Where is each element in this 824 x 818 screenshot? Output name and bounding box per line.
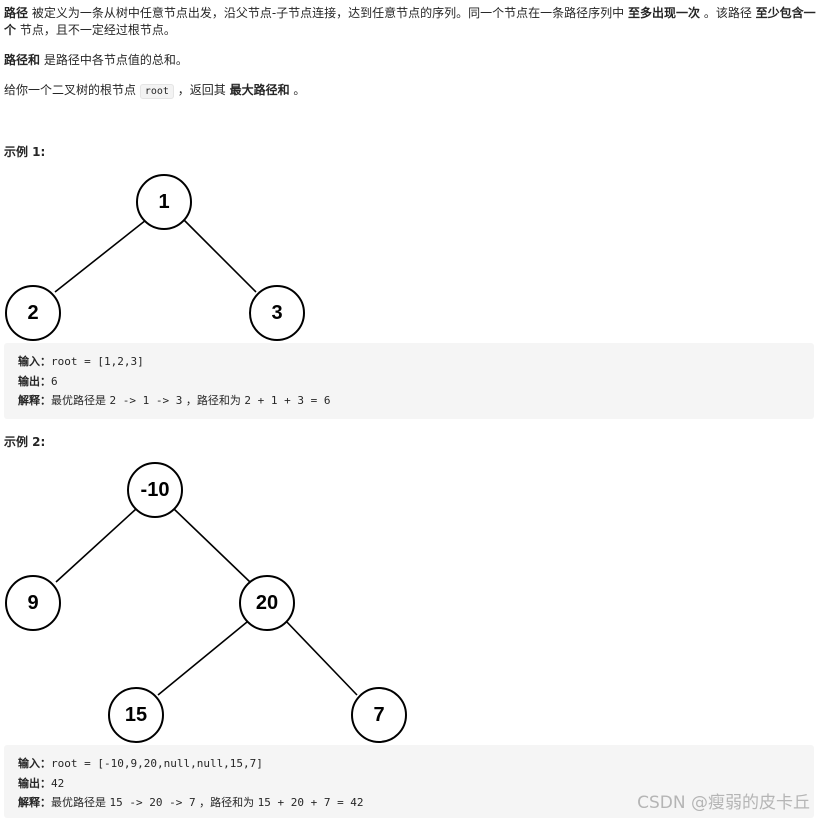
input-value: root = [1,2,3] — [51, 355, 144, 368]
input-label: 输入： — [18, 355, 51, 368]
emphasis-max-path-sum: 最大路径和 — [229, 83, 290, 97]
svg-text:15: 15 — [125, 704, 147, 726]
intro-text: 被定义为一条从树中任意节点出发，沿父节点-子节点连接，达到任意节点的序列。同一个… — [28, 6, 628, 20]
edge-neg10-9 — [55, 508, 137, 583]
emphasis-at-most-once: 至多出现一次 — [627, 6, 700, 20]
tree-node-7: 7 — [351, 687, 407, 743]
svg-text:1: 1 — [158, 191, 169, 213]
edge-20-7 — [284, 619, 358, 696]
explain-sum: 2 + 1 + 3 = 6 — [244, 394, 331, 407]
output-value: 6 — [51, 374, 58, 388]
example-1-explain-line: 解释：最优路径是 2 -> 1 -> 3 ，路径和为 2 + 1 + 3 = 6 — [18, 391, 814, 411]
explain-text: ，路径和为 — [195, 796, 258, 809]
intro-text: 给你一个二叉树的根节点 — [4, 83, 140, 97]
edge-20-15 — [157, 621, 248, 696]
term-path-sum: 路径和 — [4, 53, 41, 67]
term-path: 路径 — [4, 6, 29, 20]
tree-node-3: 3 — [249, 285, 305, 341]
explain-path: 15 -> 20 -> 7 — [109, 796, 196, 809]
input-value: root = [-10,9,20,null,null,15,7] — [51, 757, 263, 770]
intro-paragraph-task: 给你一个二叉树的根节点 root ，返回其 最大路径和 。 — [4, 82, 305, 100]
example-2-tree-diagram: -10 9 20 15 7 — [5, 462, 407, 743]
example-1-output-line: 输出：6 — [18, 372, 814, 392]
tree-node-neg10: -10 — [127, 462, 183, 518]
edge-neg10-20 — [172, 507, 251, 583]
svg-text:7: 7 — [373, 704, 384, 726]
example-1-code-block: 输入：root = [1,2,3] 输出：6 解释：最优路径是 2 -> 1 -… — [4, 343, 814, 419]
tree-node-20: 20 — [239, 575, 295, 631]
svg-text:3: 3 — [271, 302, 282, 324]
intro-text: 。该路径 — [700, 6, 756, 20]
svg-text:2: 2 — [27, 302, 38, 324]
edge-1-2 — [54, 219, 147, 293]
intro-text: 节点，且不一定经过根节点。 — [16, 23, 176, 37]
explain-label: 解释： — [18, 394, 51, 407]
intro-paragraph-path-sum: 路径和 是路径中各节点值的总和。 — [4, 52, 188, 69]
output-value: 42 — [51, 776, 65, 790]
output-label: 输出： — [18, 776, 51, 790]
explain-text: 最优路径是 — [51, 796, 110, 809]
intro-text: 。 — [289, 83, 306, 97]
tree-node-2: 2 — [5, 285, 61, 341]
svg-text:9: 9 — [27, 592, 38, 614]
output-label: 输出： — [18, 374, 51, 388]
example-2-input-line: 输入：root = [-10,9,20,null,null,15,7] — [18, 754, 814, 774]
emphasis-at-least-one: 至少包含一个 — [4, 6, 816, 37]
explain-text: ，路径和为 — [182, 394, 245, 407]
explain-text: 最优路径是 — [51, 394, 110, 407]
csdn-watermark: CSDN @瘦弱的皮卡丘 — [637, 793, 810, 813]
inline-code-root: root — [139, 84, 174, 99]
example-2-explain-line: 解释：最优路径是 15 -> 20 -> 7 ，路径和为 15 + 20 + 7… — [18, 793, 814, 813]
explain-path: 2 -> 1 -> 3 — [109, 394, 183, 407]
intro-paragraph-path-definition: 路径 被定义为一条从树中任意节点出发，沿父节点-子节点连接，达到任意节点的序列。… — [4, 5, 818, 39]
example-1-tree-diagram: 1 2 3 — [5, 174, 305, 341]
edge-1-3 — [183, 219, 257, 293]
tree-node-9: 9 — [5, 575, 61, 631]
example-2-output-line: 输出：42 — [18, 774, 814, 794]
svg-text:-10: -10 — [141, 479, 170, 501]
explain-label: 解释： — [18, 796, 51, 809]
tree-node-1: 1 — [136, 174, 192, 230]
intro-text: ，返回其 — [173, 83, 230, 97]
example-2-code-block: 输入：root = [-10,9,20,null,null,15,7] 输出：4… — [4, 745, 814, 818]
example-2-title: 示例 2: — [4, 435, 46, 449]
input-label: 输入： — [18, 757, 51, 770]
example-1-input-line: 输入：root = [1,2,3] — [18, 352, 814, 372]
svg-text:20: 20 — [256, 592, 278, 614]
explain-sum: 15 + 20 + 7 = 42 — [257, 796, 364, 809]
intro-text: 是路径中各节点值的总和。 — [40, 53, 188, 67]
example-1-title: 示例 1: — [4, 145, 46, 159]
tree-node-15: 15 — [108, 687, 164, 743]
